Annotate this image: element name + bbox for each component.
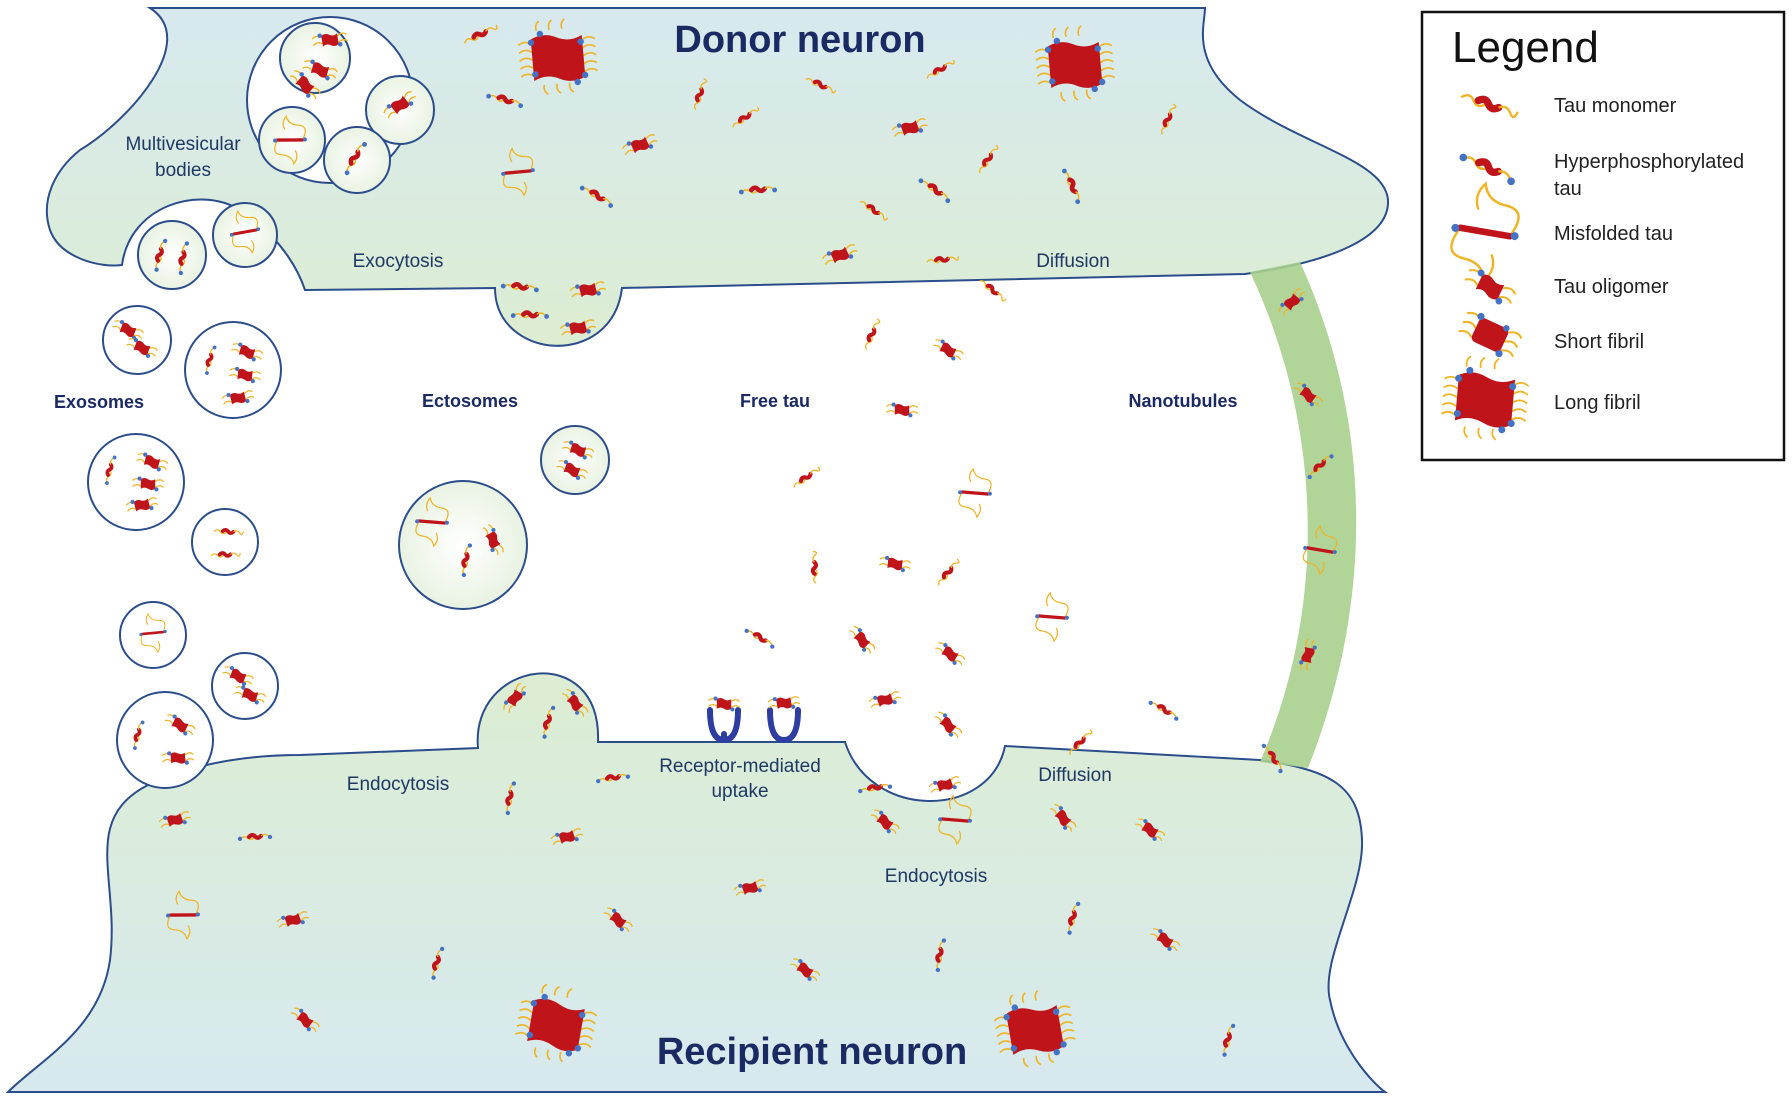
receptor-mediated-label-2: uptake: [711, 781, 768, 802]
donor-neuron-label: Donor neuron: [674, 19, 925, 61]
diffusion-bottom-label: Diffusion: [1038, 765, 1112, 786]
diffusion-top-label: Diffusion: [1036, 251, 1110, 272]
receptor-mediated-label: Receptor-mediated: [659, 756, 821, 777]
legend-item-label: tau: [1554, 178, 1582, 200]
endocytosis-center-label: Endocytosis: [885, 866, 987, 887]
exosome-release-vesicle: [137, 220, 207, 290]
multivesicular-bodies-label-2: bodies: [155, 160, 211, 181]
multivesicular-body: [246, 16, 435, 194]
legend-item-label: Tau oligomer: [1554, 276, 1669, 298]
nanotubule: [1250, 262, 1357, 768]
legend-item-label: Long fibril: [1554, 392, 1641, 414]
exosome-release-vesicle: [212, 202, 278, 268]
exocytosis-label: Exocytosis: [353, 251, 444, 272]
ectosome-group: [398, 425, 610, 610]
recipient-neuron-label: Recipient neuron: [657, 1031, 967, 1073]
legend: Legend Tau monomer Hyperphosphorylated t…: [1420, 10, 1786, 462]
exosomes-label: Exosomes: [54, 392, 144, 412]
ectosomes-label: Ectosomes: [422, 391, 518, 411]
legend-item-label: Misfolded tau: [1554, 223, 1673, 245]
exosome-group: [87, 305, 282, 789]
free-tau-label: Free tau: [740, 391, 810, 411]
legend-item-label: Short fibril: [1554, 331, 1644, 353]
nanotubules-label: Nanotubules: [1128, 391, 1237, 411]
legend-title: Legend: [1452, 23, 1599, 72]
receptor-group: [707, 692, 802, 744]
multivesicular-bodies-label: Multivesicular: [125, 134, 241, 155]
receptor-icon: [707, 707, 741, 744]
legend-item-label: Tau monomer: [1554, 95, 1677, 117]
recipient-neuron: [5, 672, 1389, 1093]
receptor-icon: [767, 707, 801, 744]
endocytosis-left-label: Endocytosis: [347, 774, 449, 795]
legend-item-label: Hyperphosphorylated: [1554, 151, 1744, 173]
recipient-membrane: [5, 672, 1389, 1093]
